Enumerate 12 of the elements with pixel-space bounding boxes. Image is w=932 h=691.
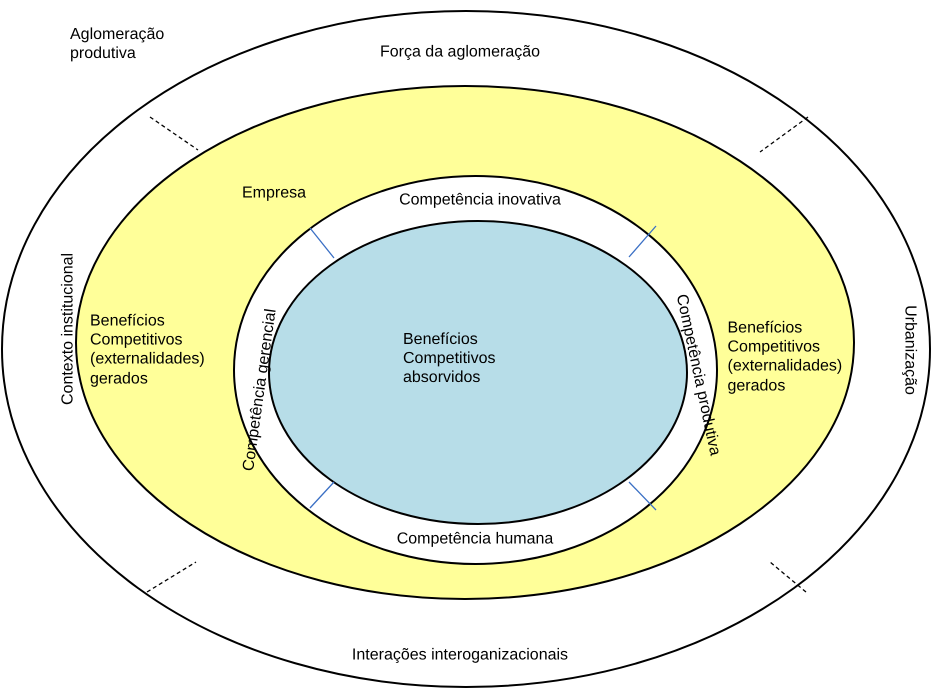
ring-label: Competência humana (396, 529, 554, 549)
heading: Empresa (242, 183, 308, 203)
ring-label: Competência gerencial (239, 306, 281, 474)
ring-label: Interações interoganizacionais (350, 645, 570, 665)
center-label: Benefícios Competitivos absorvidos (403, 330, 496, 388)
ring-label: Urbanização (900, 304, 920, 397)
benefits-label: Benefícios Competitivos (externalidades) gerados (90, 312, 206, 388)
ring-label: Competência inovativa (398, 190, 562, 210)
heading: Aglomeração produtiva (70, 24, 166, 64)
benefits-label: Benefícios Competitivos (externalidades) gerados (728, 318, 844, 396)
ring-label: Contexto institucional (58, 252, 78, 405)
ring-label: Força da aglomeração (378, 42, 542, 62)
